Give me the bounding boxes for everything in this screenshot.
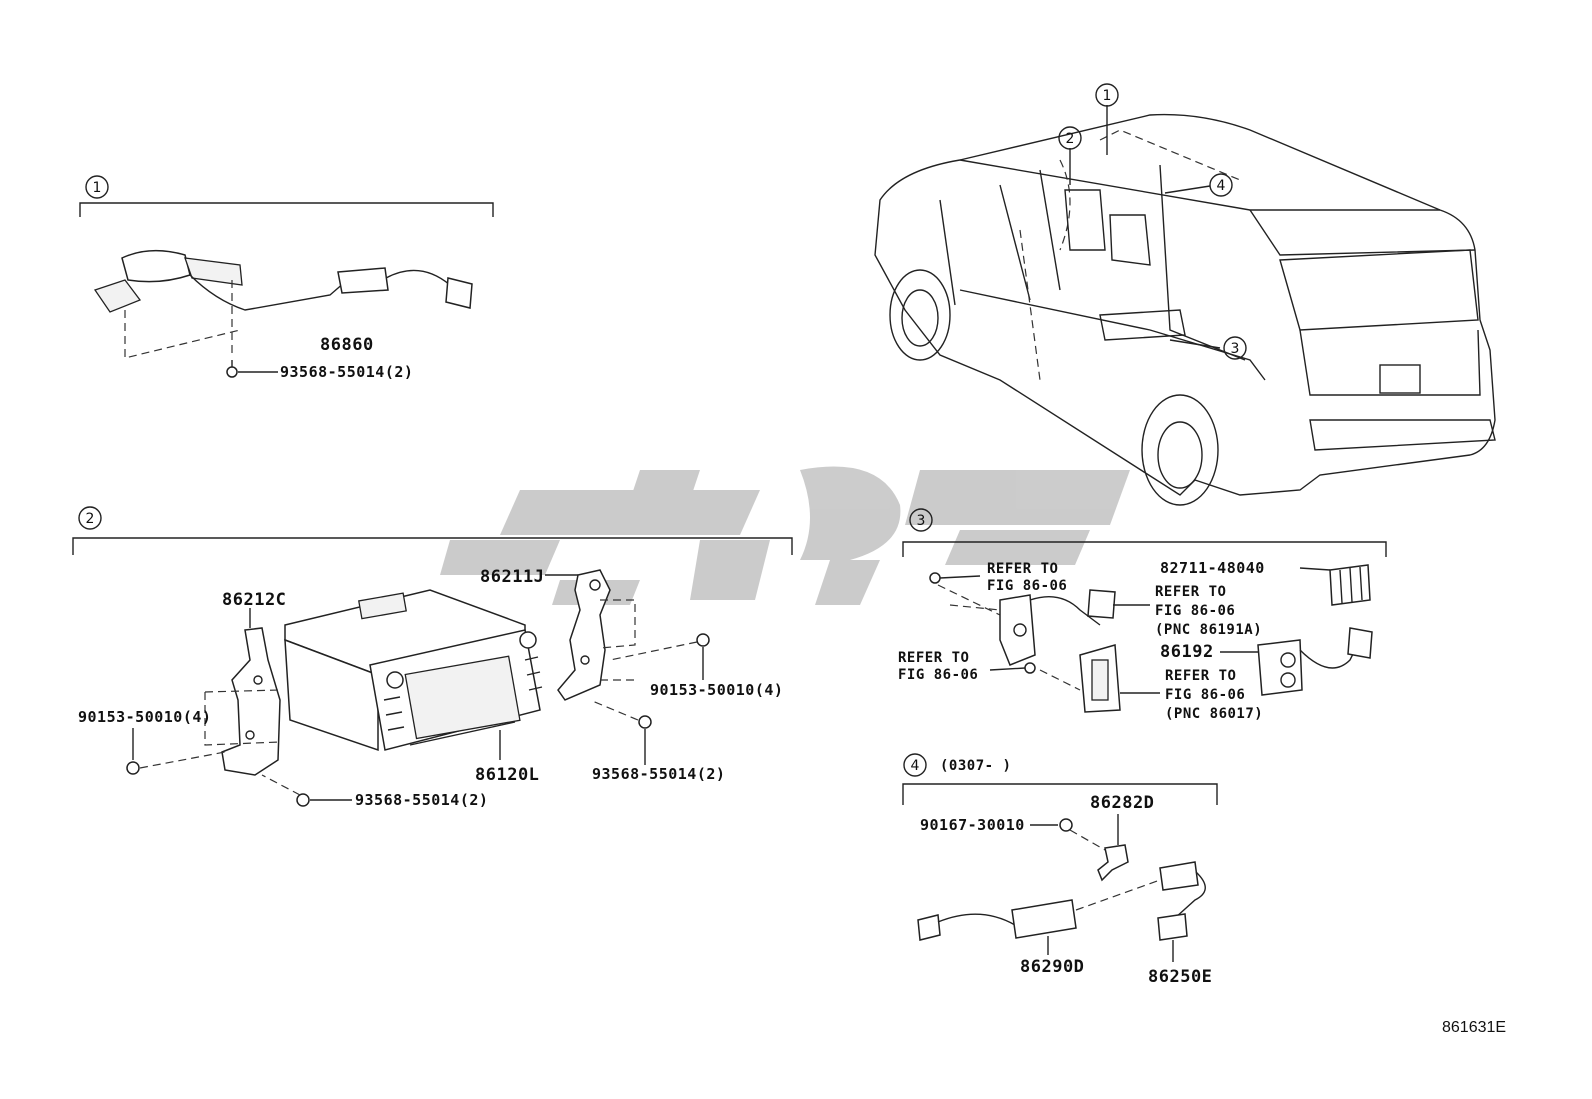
vehicle-callout-2: 2	[1058, 126, 1082, 150]
cable-86250E-illustration	[1157, 861, 1206, 941]
diagram-text: 3	[1231, 341, 1240, 357]
section-3-marker: 3	[909, 508, 933, 532]
section-1-marker: 1	[85, 175, 109, 199]
connector-82711-illustration	[1329, 564, 1371, 606]
module-86290D-label: 86290D	[1020, 957, 1084, 977]
screw-90167-icon	[1059, 818, 1106, 851]
section-2-bracket	[72, 537, 793, 555]
part-93568-label: 93568-55014(2)	[280, 363, 413, 381]
navigation-unit-illustration	[284, 589, 543, 752]
part-86860-illustration	[93, 249, 473, 359]
vehicle-callout-1: 1	[1095, 83, 1119, 107]
section-2-marker: 2	[78, 506, 102, 530]
bracket-86211J-label: 86211J	[480, 567, 544, 587]
bracket-86211J-illustration	[557, 569, 636, 701]
screw-icon	[929, 572, 1001, 616]
section-4-marker: 4	[903, 753, 927, 777]
vehicle-callout-3: 3	[1223, 336, 1247, 360]
section-3-bracket	[902, 541, 1387, 557]
section-4-date-range: (0307- )	[940, 758, 1011, 774]
diagram-text: REFER TO	[987, 561, 1058, 577]
diagram-text: (PNC 86017)	[1165, 706, 1263, 722]
bolt-93568-icon	[226, 360, 238, 378]
vehicle-illustration: 1 2 4 3	[874, 83, 1496, 506]
diagram-text: 4	[1217, 178, 1226, 194]
diagram-text: 2	[86, 511, 95, 527]
navigation-unit-label: 86120L	[475, 765, 539, 785]
section-1: 1 86860 93568-55014(2)	[79, 175, 494, 381]
part-86860-label: 86860	[320, 335, 374, 355]
bracket-86282D-label: 86282D	[1090, 793, 1154, 813]
module-86290D-illustration	[917, 879, 1161, 941]
section-3: 3 REFER TO FIG 86-06 REFER TO FIG 86-06 …	[898, 508, 1387, 722]
diagram-text: REFER TO	[1165, 668, 1236, 684]
diagram-text: REFER TO	[898, 650, 969, 666]
bolt-93568-left-label: 93568-55014(2)	[355, 791, 488, 809]
diagram-text: 2	[1066, 131, 1075, 147]
bolt-90153-left-label: 90153-50010(4)	[78, 708, 211, 726]
diagram-text: 1	[93, 180, 102, 196]
vehicle-callout-4: 4	[1209, 173, 1233, 197]
diagram-text: 4	[911, 758, 920, 774]
bolt-90153-left-icon	[126, 751, 226, 775]
illustration-code: 861631E	[1442, 1019, 1506, 1036]
screw-2-icon	[989, 662, 1036, 674]
diagram-text: (PNC 86191A)	[1155, 622, 1262, 638]
section-4-bracket	[902, 783, 1218, 805]
bolt-93568-right-label: 93568-55014(2)	[592, 765, 725, 783]
diagram-text: FIG 86-06	[898, 667, 978, 683]
diagram-text: FIG 86-06	[1155, 603, 1235, 619]
screw-90167-label: 90167-30010	[920, 816, 1025, 834]
module-86192-label: 86192	[1160, 642, 1214, 662]
diagram-text: 3	[917, 513, 926, 529]
bolt-90153-right-icon	[609, 633, 710, 661]
diagram-text: FIG 86-06	[1165, 687, 1245, 703]
bolt-93568-left-icon	[261, 774, 310, 807]
bolt-90153-right-label: 90153-50010(4)	[650, 681, 783, 699]
module-86192-illustration	[1257, 627, 1373, 696]
diagram-text: 1	[1103, 88, 1112, 104]
section-1-bracket	[79, 202, 494, 217]
bolt-93568-right-icon	[589, 699, 652, 729]
section-4: 4 (0307- ) 86282D 90167-30010 86290D	[902, 753, 1218, 987]
connector-82711-label: 82711-48040	[1160, 559, 1265, 577]
section-2: 2 86212C	[72, 506, 793, 809]
bracket-86212C-illustration	[204, 627, 281, 776]
bracket-86282D-illustration	[1097, 844, 1129, 882]
switch-assembly-illustration	[949, 589, 1121, 713]
diagram-text: REFER TO	[1155, 584, 1226, 600]
cable-86250E-label: 86250E	[1148, 967, 1212, 987]
bracket-86212C-label: 86212C	[222, 590, 286, 610]
diagram-text: FIG 86-06	[987, 578, 1067, 594]
